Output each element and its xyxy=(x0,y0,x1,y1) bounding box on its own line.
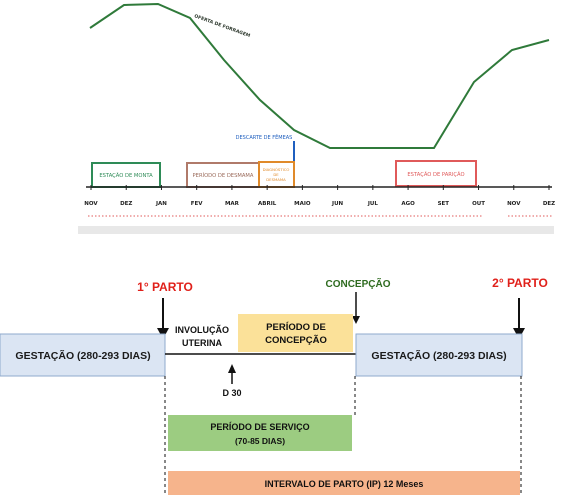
month-label: JUN xyxy=(331,201,344,207)
first-calving-arrow xyxy=(157,298,169,339)
conception-period-line-1: PERÍODO DE xyxy=(266,322,326,333)
involution-line-1: INVOLUÇÃO xyxy=(175,325,229,335)
month-label: MAIO xyxy=(294,201,311,207)
service-period-line-1: PERÍODO DE SERVIÇO xyxy=(210,422,309,432)
first-calving-label: 1° PARTO xyxy=(137,280,193,294)
month-label: NOV xyxy=(84,201,98,207)
month-label: AGO xyxy=(401,201,415,207)
conception-label: CONCEPÇÃO xyxy=(325,277,390,290)
forage-supply-curve xyxy=(89,2,550,149)
forage-supply-label: OFERTA DE FORRAGEM xyxy=(193,13,251,39)
diagnosis-label-line-3: DESMAMA xyxy=(266,177,286,182)
month-label: DEZ xyxy=(120,201,132,207)
service-period-line-2: (70-85 DIAS) xyxy=(235,436,285,446)
calving-season-label: ESTAÇÃO DE PARIÇÃO xyxy=(407,171,464,178)
discard-label: DESCARTE DE FÊMEAS xyxy=(236,133,293,141)
month-label: MAR xyxy=(225,201,240,207)
service-period-box xyxy=(168,415,352,451)
month-label: DEZ xyxy=(543,201,555,207)
blurred-bottom-strip xyxy=(78,226,554,234)
month-label: FEV xyxy=(191,201,204,207)
month-label: ABRIL xyxy=(258,201,277,207)
weaning-period-label: PERÍODO DE DESMAMA xyxy=(193,172,254,179)
day-30-arrow xyxy=(228,364,236,384)
calving-interval-box xyxy=(168,471,520,495)
conception-period-line-2: CONCEPÇÃO xyxy=(265,335,327,346)
day-30-label: D 30 xyxy=(222,388,241,398)
month-label: JUL xyxy=(367,201,379,207)
diagnosis-label-line-2: DE xyxy=(273,172,279,177)
gestation-left-box xyxy=(0,333,166,377)
conception-period-box xyxy=(238,314,353,352)
calving-interval-diagram: 1° PARTO CONCEPÇÃO 2° PARTO GESTAÇÃO (28… xyxy=(0,276,548,495)
conception-arrow xyxy=(352,292,360,324)
month-ticks: NOV DEZ JAN FEV MAR ABRIL MAIO JUN JUL AGO SET OUT N… xyxy=(84,185,555,207)
forage-timeline: OFERTA DE FORRAGEM DESCARTE DE FÊMEAS ES… xyxy=(78,2,555,234)
month-label: NOV xyxy=(507,201,521,207)
month-label: JAN xyxy=(155,201,167,207)
month-label: SET xyxy=(438,201,450,207)
gestation-right-box xyxy=(355,333,523,377)
diagnosis-label-line-1: DIAGNÓSTICO xyxy=(263,167,290,172)
calving-interval-label: INTERVALO DE PARTO (IP) 12 Meses xyxy=(265,479,424,489)
month-label: OUT xyxy=(472,201,485,207)
gestation-right-label: GESTAÇÃO (280-293 DIAS) xyxy=(371,349,506,362)
calving-season-box xyxy=(395,160,477,187)
involution-line-2: UTERINA xyxy=(182,338,222,348)
breeding-season-label: ESTAÇÃO DE MONTA xyxy=(99,172,153,179)
second-calving-arrow xyxy=(513,298,525,339)
gestation-left-label: GESTAÇÃO (280-293 DIAS) xyxy=(15,349,150,362)
second-calving-label: 2° PARTO xyxy=(492,276,548,290)
